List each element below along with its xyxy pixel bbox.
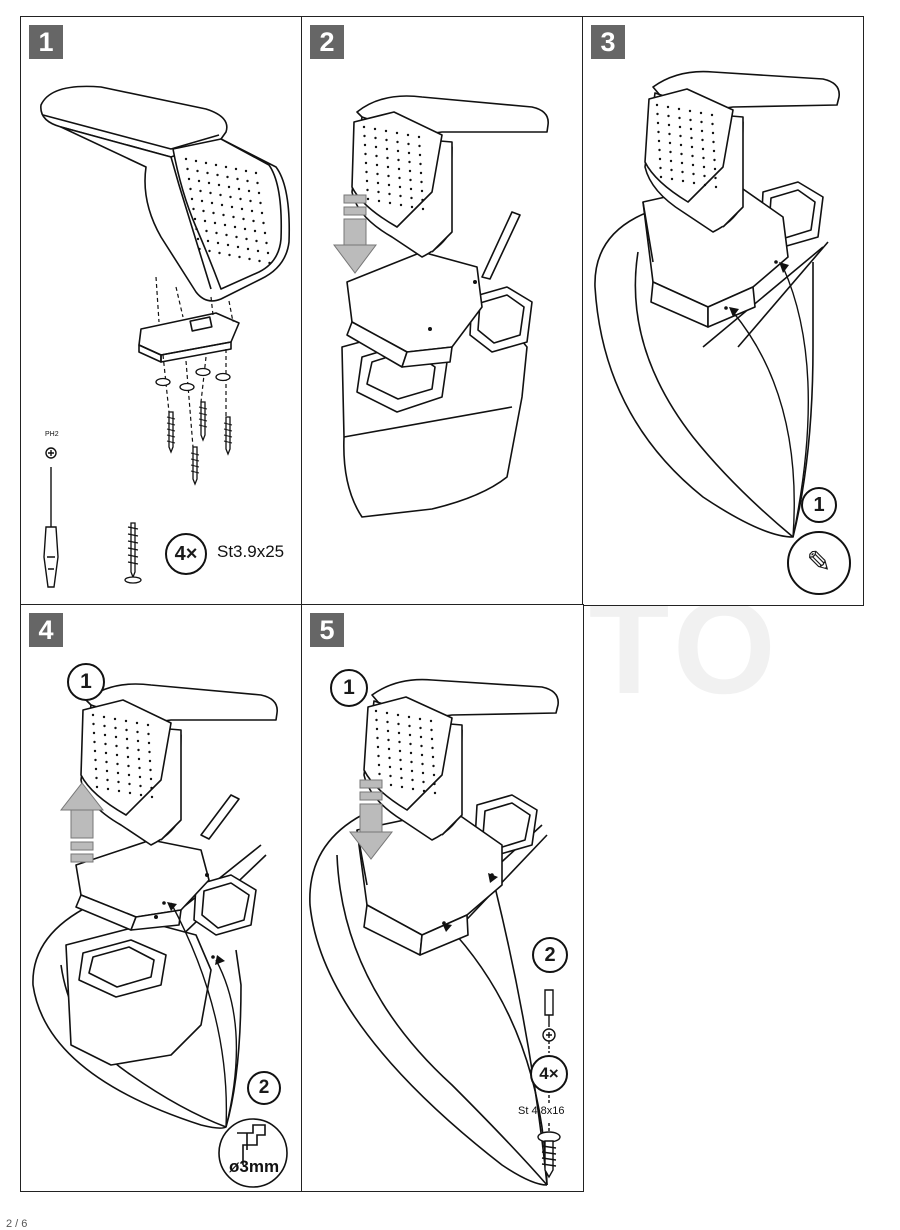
step-number: 2 bbox=[310, 25, 344, 59]
callout-1: 1 bbox=[801, 487, 837, 523]
pencil-hand-icon: ✎ bbox=[787, 531, 851, 595]
callout-2: 2 bbox=[247, 1071, 281, 1105]
quantity-badge: 4× bbox=[530, 1055, 568, 1093]
armrest-removal-illustration bbox=[32, 683, 288, 1188]
quantity-badge: 4× bbox=[165, 533, 207, 575]
callout-2: 2 bbox=[532, 937, 568, 973]
step-number: 4 bbox=[29, 613, 63, 647]
callout-1: 1 bbox=[67, 663, 105, 701]
armrest-exploded-illustration bbox=[40, 85, 291, 588]
step-1-panel: 1 bbox=[20, 16, 303, 606]
tool-label: PH2 bbox=[45, 431, 59, 438]
step-4-panel: 4 bbox=[20, 604, 303, 1192]
step-number: 1 bbox=[29, 25, 63, 59]
diameter-symbol: ø bbox=[229, 1157, 240, 1176]
step-number: 3 bbox=[591, 25, 625, 59]
step-number: 5 bbox=[310, 613, 344, 647]
armrest-lowering-illustration bbox=[333, 95, 549, 518]
screw-spec: St3.9x25 bbox=[217, 542, 285, 561]
drill-size: ø3mm bbox=[229, 1157, 280, 1176]
callout-1: 1 bbox=[330, 669, 368, 707]
step-2-panel: 2 bbox=[301, 16, 584, 606]
screw-spec: St 4,8x16 bbox=[518, 1105, 565, 1117]
step-3-panel: 3 bbox=[582, 16, 864, 606]
page-number: 2 / 6 bbox=[6, 1218, 28, 1230]
mark-holes-illustration bbox=[594, 70, 840, 538]
armrest-fastening-illustration bbox=[309, 678, 561, 1186]
step-5-panel: 5 bbox=[301, 604, 584, 1192]
